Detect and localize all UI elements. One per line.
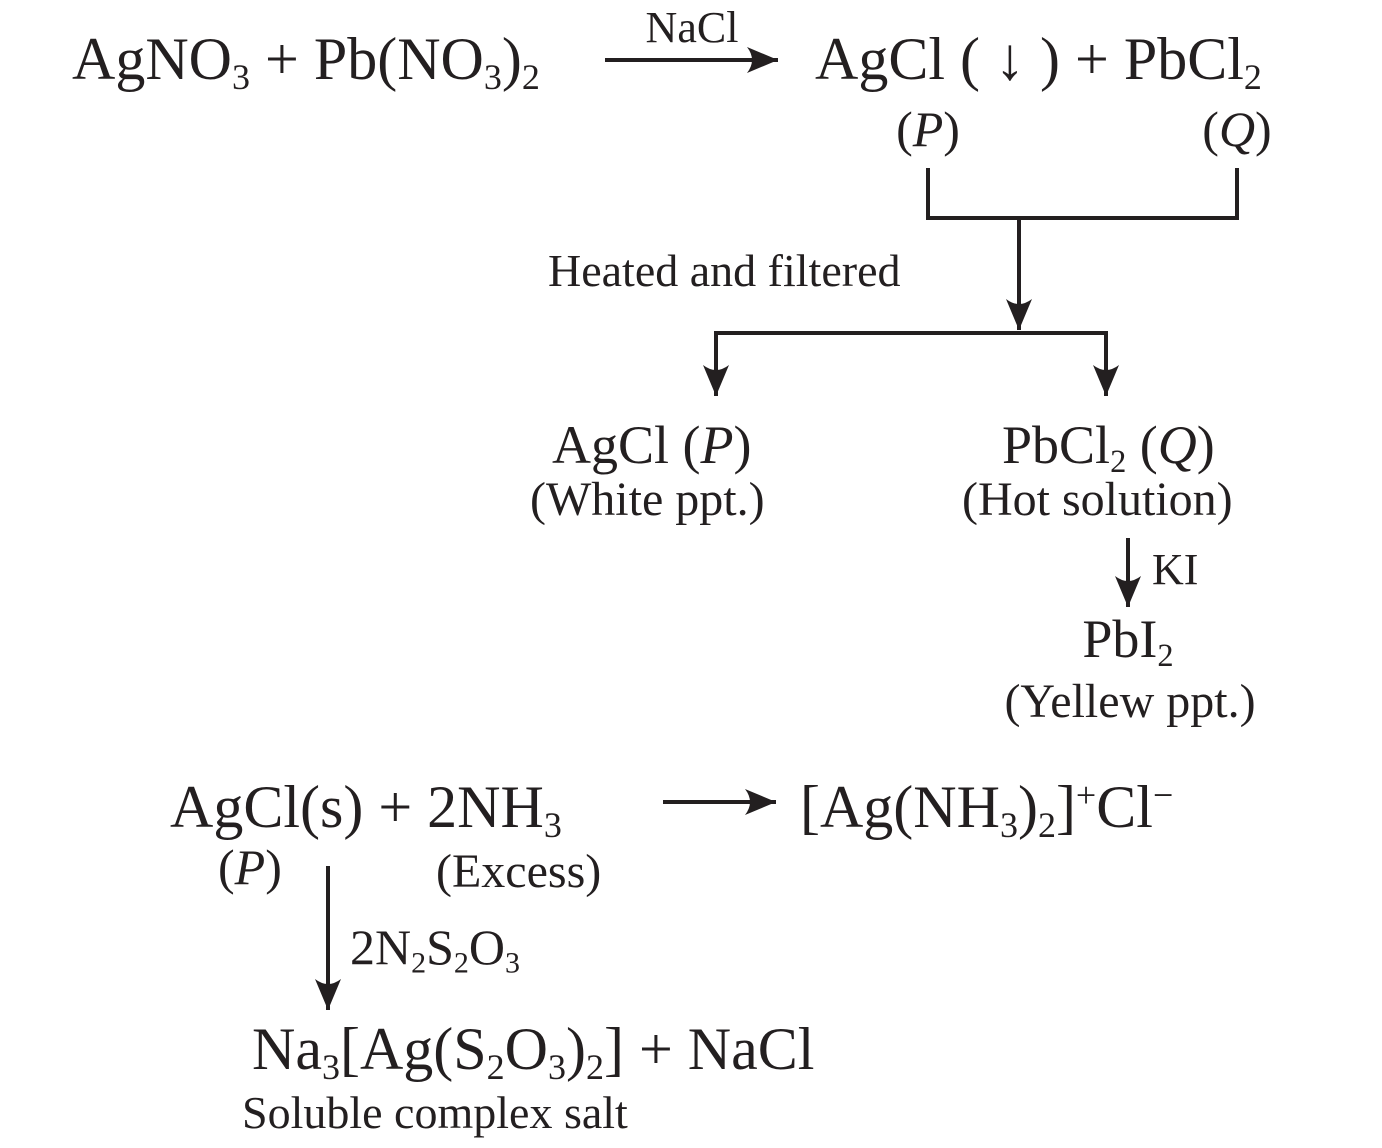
branch-split-line: [714, 331, 1108, 394]
left-branch-formula: AgCl (P): [552, 415, 752, 475]
reaction3-products: Na3[Ag(S2O3)2] + NaCl: [252, 1016, 815, 1088]
soluble-complex-salt-label: Soluble complex salt: [242, 1087, 628, 1138]
reaction1-arrow-label: NaCl: [645, 3, 739, 52]
ki-product: PbI2: [1082, 609, 1174, 675]
reaction1-products: AgCl ( ↓ ) + PbCl2: [815, 26, 1262, 98]
right-branch-state: (Hot solution): [962, 473, 1233, 526]
ki-arrow-label: KI: [1152, 545, 1199, 594]
reaction1-reactants: AgNO3 + Pb(NO3)2: [72, 26, 540, 98]
right-branch-formula: PbCl2 (Q): [1002, 415, 1215, 481]
left-branch-state: (White ppt.): [530, 473, 765, 526]
reaction2-product: [Ag(NH3)2]+Cl−: [800, 774, 1174, 846]
product-p-label: (P): [896, 101, 960, 157]
product-q-label: (Q): [1202, 101, 1272, 157]
heated-filtered-label: Heated and filtered: [548, 245, 901, 296]
combine-bracket: [926, 168, 1239, 220]
ki-product-state: (Yellew ppt.): [1004, 675, 1256, 728]
thiosulfate-arrow-label: 2N2S2O3: [350, 919, 521, 980]
reaction2-reactants: AgCl(s) + 2NH3: [170, 774, 562, 846]
reactant-p-label: (P): [218, 839, 282, 895]
excess-label: (Excess): [436, 845, 602, 898]
